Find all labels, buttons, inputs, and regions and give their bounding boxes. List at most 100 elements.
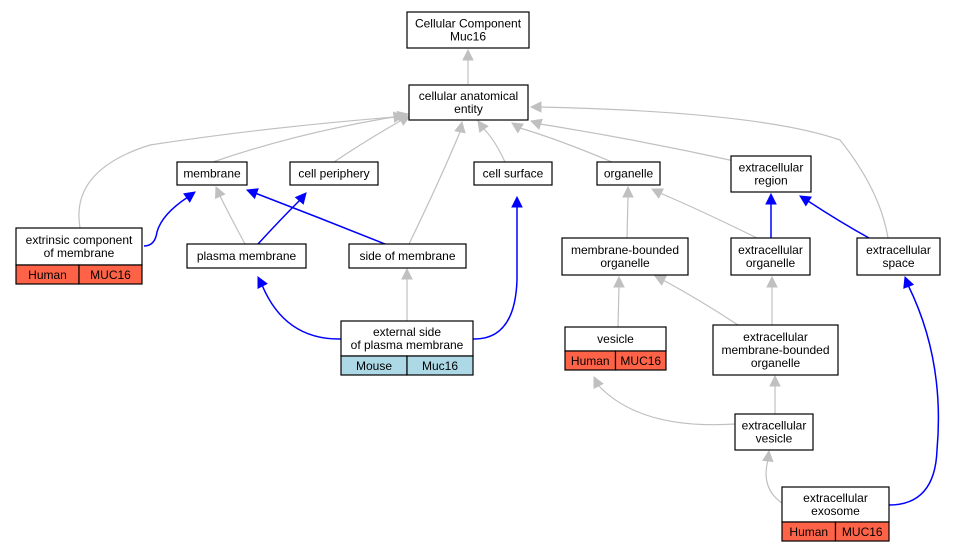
- edge-line: [408, 131, 461, 245]
- blue-edge-24: [765, 192, 777, 238]
- blue-edge-25: [799, 195, 870, 239]
- arrowhead: [294, 192, 307, 205]
- edge-line: [472, 205, 518, 340]
- badge-label: Mouse: [356, 359, 392, 373]
- gray-edge-2: [333, 115, 411, 163]
- node-label-line: organelle: [604, 167, 654, 181]
- gray-edge-14: [654, 275, 739, 326]
- badge-box: [406, 355, 474, 376]
- node-membrane[interactable]: membrane: [176, 161, 248, 186]
- node-label-line: of plasma membrane: [351, 338, 464, 352]
- node-som[interactable]: side of membrane: [348, 243, 467, 269]
- gene-badge: MUC16: [614, 350, 667, 371]
- node-label-line: side of membrane: [359, 249, 455, 263]
- node-pm[interactable]: plasma membrane: [186, 243, 307, 269]
- edge-line: [617, 285, 620, 328]
- node-label-line: space: [882, 256, 914, 270]
- arrowhead: [511, 122, 524, 134]
- badge-label: MUC16: [842, 525, 883, 539]
- arrowhead: [903, 275, 915, 289]
- blue-edge-22: [257, 276, 342, 340]
- node-label-line: entity: [454, 102, 483, 116]
- arrowhead: [622, 185, 634, 198]
- node-label-line: organelle: [746, 256, 796, 270]
- edge-line: [212, 115, 401, 163]
- gray-edge-1: [212, 110, 410, 163]
- edge-line: [662, 279, 739, 326]
- node-label-line: extracellular: [743, 330, 808, 344]
- edge-line: [888, 284, 940, 506]
- node-label-line: external side: [373, 325, 441, 339]
- gray-edge-10: [622, 185, 634, 239]
- node-box: [856, 237, 941, 276]
- gray-edge-8: [529, 101, 889, 239]
- arrowhead: [245, 188, 259, 200]
- badge-box: [834, 521, 890, 542]
- node-label-line: vesicle: [597, 332, 634, 346]
- gray-edge-3: [78, 111, 406, 229]
- arrowhead: [257, 276, 268, 289]
- node-box: [408, 84, 529, 121]
- node-label-line: organelle: [751, 356, 801, 370]
- arrowhead: [613, 275, 625, 288]
- arrowhead: [392, 111, 406, 123]
- edge-line: [143, 196, 189, 247]
- edge-line: [597, 384, 736, 426]
- node-label-line: cell periphery: [298, 167, 369, 181]
- gray-edge-0: [462, 48, 474, 84]
- node-label-line: extracellular: [739, 161, 804, 175]
- node-box: [781, 486, 890, 523]
- arrowhead: [799, 195, 812, 207]
- edge-line: [78, 116, 396, 229]
- node-surface[interactable]: cell surface: [473, 161, 553, 186]
- arrowhead: [762, 449, 774, 463]
- node-box: [730, 155, 812, 193]
- badge-label: Human: [28, 268, 67, 282]
- node-box: [186, 243, 307, 269]
- gray-edge-18: [762, 449, 786, 506]
- node-box: [561, 237, 689, 276]
- edge-line: [257, 199, 301, 245]
- species-badge: Human: [15, 264, 80, 285]
- node-label-line: membrane: [183, 167, 241, 181]
- node-label-line: membrane-bounded: [571, 243, 679, 257]
- node-organelle[interactable]: organelle: [596, 161, 661, 186]
- edge-line: [333, 119, 403, 163]
- gray-edge-15: [766, 275, 778, 325]
- gene-badge: MUC16: [834, 521, 890, 542]
- arrowhead: [593, 376, 604, 389]
- node-box: [730, 237, 811, 276]
- gray-edge-16: [769, 374, 781, 414]
- node-label-line: extrinsic component: [26, 233, 133, 247]
- gray-edge-11: [651, 188, 758, 239]
- gray-edge-6: [511, 122, 613, 163]
- gene-badge: Muc16: [406, 355, 474, 376]
- species-badge: Mouse: [340, 355, 408, 376]
- edge-line: [539, 106, 889, 239]
- node-box: [712, 324, 839, 376]
- gray-edge-9: [214, 185, 246, 245]
- badge-label: Muc16: [422, 359, 458, 373]
- node-periphery[interactable]: cell periphery: [289, 161, 379, 186]
- blue-edge-19: [143, 191, 196, 247]
- arrowhead: [529, 118, 543, 130]
- arrowhead: [511, 195, 523, 208]
- edge-line: [626, 196, 629, 239]
- node-label-line: Cellular Component: [415, 17, 522, 31]
- species-badge: Human: [781, 521, 837, 542]
- node-box: [340, 320, 474, 357]
